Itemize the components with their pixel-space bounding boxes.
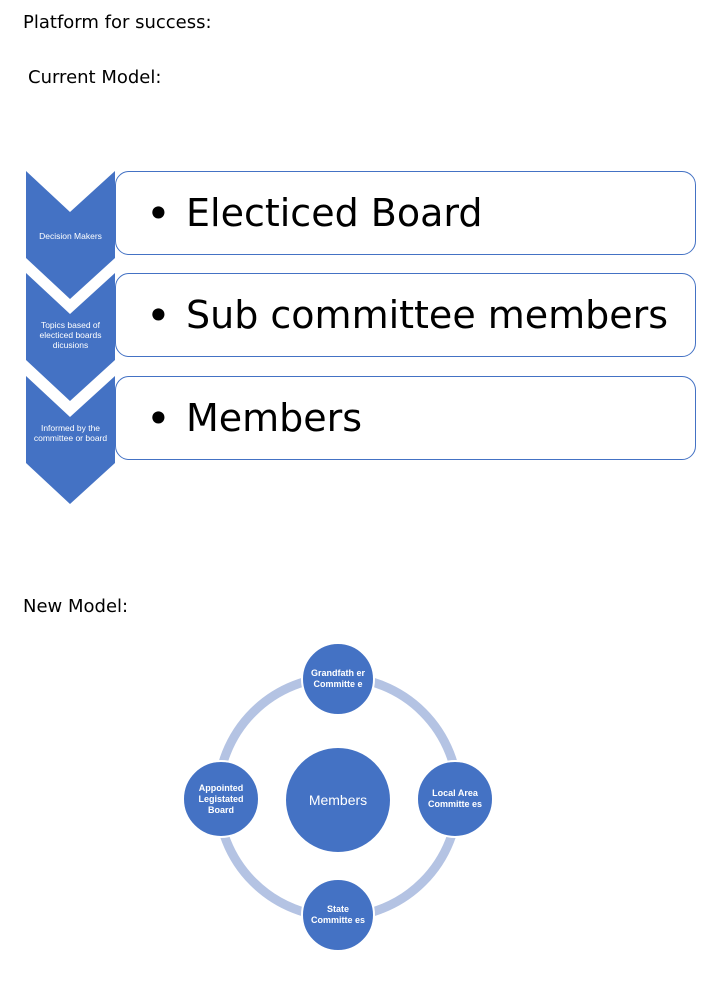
model-box-text: Sub committee members — [186, 293, 669, 337]
chevron-3 — [26, 376, 115, 504]
chevron-column — [26, 171, 115, 504]
page-title: Platform for success: — [23, 12, 212, 33]
bullet: • — [146, 188, 171, 238]
node-local-area-committees: Local Area Committe es — [416, 760, 494, 838]
bullet: • — [146, 290, 171, 340]
chevron-label-informed: Informed by the committee or board — [33, 423, 108, 443]
current-model-label: Current Model: — [28, 67, 162, 88]
model-box-sub-committee: • Sub committee members — [115, 273, 696, 357]
model-box-elected-board: • Electiced Board — [115, 171, 696, 255]
node-grandfather-committee: Grandfath er Committe e — [301, 642, 375, 716]
node-appointed-board: Appointed Legistated Board — [182, 760, 260, 838]
new-model-label: New Model: — [23, 596, 129, 617]
chevron-label-decision-makers: Decision Makers — [39, 231, 102, 241]
model-box-text: Electiced Board — [186, 191, 483, 235]
node-members: Members — [284, 746, 392, 854]
model-box-members: • Members — [115, 376, 696, 460]
chevron-1 — [26, 171, 115, 299]
chevron-label-topics: Topics based of electiced boards dicusio… — [39, 320, 102, 350]
model-box-text: Members — [186, 396, 363, 440]
cycle-diagram: Members Grandfath er Committe e Local Ar… — [160, 630, 560, 960]
node-state-committees: State Committe es — [301, 878, 375, 952]
chevron-2 — [26, 273, 115, 401]
bullet: • — [146, 393, 171, 443]
